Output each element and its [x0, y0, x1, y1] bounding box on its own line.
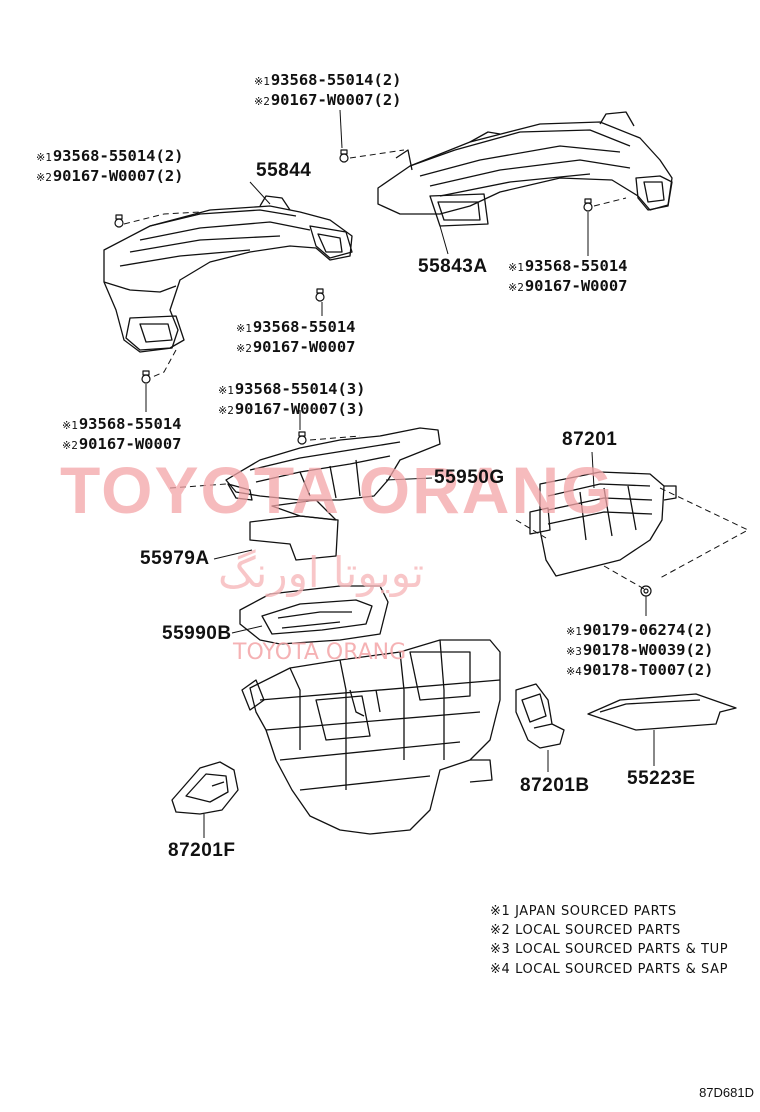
note-japan-sourced: ※1 JAPAN SOURCED PARTS	[490, 904, 677, 919]
ref-left-b[interactable]: ※290167-W0007(2)	[36, 167, 184, 185]
ref-center-b[interactable]: ※290167-W0007(3)	[218, 400, 366, 418]
label-87201b[interactable]: 87201B	[520, 775, 590, 796]
part-87201f-drawing	[171, 761, 239, 815]
duct-55843a-drawing	[377, 111, 673, 227]
note-local-sourced: ※2 LOCAL SOURCED PARTS	[490, 923, 681, 938]
blower-87201b-drawing	[515, 683, 565, 749]
label-55990b[interactable]: 55990B	[162, 623, 232, 644]
ref-right-a[interactable]: ※193568-55014	[508, 257, 628, 275]
pad-55223e-drawing	[587, 693, 737, 731]
ref-top-b[interactable]: ※290167-W0007(2)	[254, 91, 402, 109]
ref-nut-a[interactable]: ※190179-06274(2)	[566, 621, 714, 639]
diagram-code: 87D681D	[699, 1085, 754, 1100]
ref-right-b[interactable]: ※290167-W0007	[508, 277, 628, 295]
watermark-arabic: تویوتا اورنگ	[218, 548, 425, 597]
label-55223e[interactable]: 55223E	[627, 768, 696, 789]
duct-55950g-drawing	[225, 427, 441, 501]
filter-55979a-drawing	[249, 499, 339, 561]
ref-low-a[interactable]: ※193568-55014	[62, 415, 182, 433]
label-55844[interactable]: 55844	[256, 160, 312, 181]
heater-unit-drawing	[241, 639, 501, 835]
screw-icons	[114, 149, 652, 597]
ref-low-b[interactable]: ※290167-W0007	[62, 435, 182, 453]
ref-nut-c[interactable]: ※490178-T0007(2)	[566, 661, 714, 679]
label-55950g[interactable]: 55950G	[434, 467, 505, 488]
label-55843a[interactable]: 55843A	[418, 256, 488, 277]
ref-center-a[interactable]: ※193568-55014(3)	[218, 380, 366, 398]
duct-55844-drawing	[103, 195, 353, 353]
watermark-main: TOYOTA ORANG	[60, 453, 615, 527]
ref-nut-b[interactable]: ※390178-W0039(2)	[566, 641, 714, 659]
ref-mid-b[interactable]: ※290167-W0007	[236, 338, 356, 356]
blower-87201-drawing	[529, 471, 677, 577]
case-55990b-drawing	[239, 585, 389, 645]
note-local-sap: ※4 LOCAL SOURCED PARTS & SAP	[490, 962, 729, 977]
note-local-tup: ※3 LOCAL SOURCED PARTS & TUP	[490, 942, 729, 957]
watermark-sub: TOYOTA ORANG	[233, 640, 407, 665]
label-55979a[interactable]: 55979A	[140, 548, 210, 569]
ref-left-a[interactable]: ※193568-55014(2)	[36, 147, 184, 165]
ref-mid-a[interactable]: ※193568-55014	[236, 318, 356, 336]
dashed-alignment-lines	[123, 149, 749, 591]
label-87201[interactable]: 87201	[562, 429, 618, 450]
leader-lines	[145, 109, 655, 838]
label-87201f[interactable]: 87201F	[168, 840, 236, 861]
ref-top-a[interactable]: ※193568-55014(2)	[254, 71, 402, 89]
